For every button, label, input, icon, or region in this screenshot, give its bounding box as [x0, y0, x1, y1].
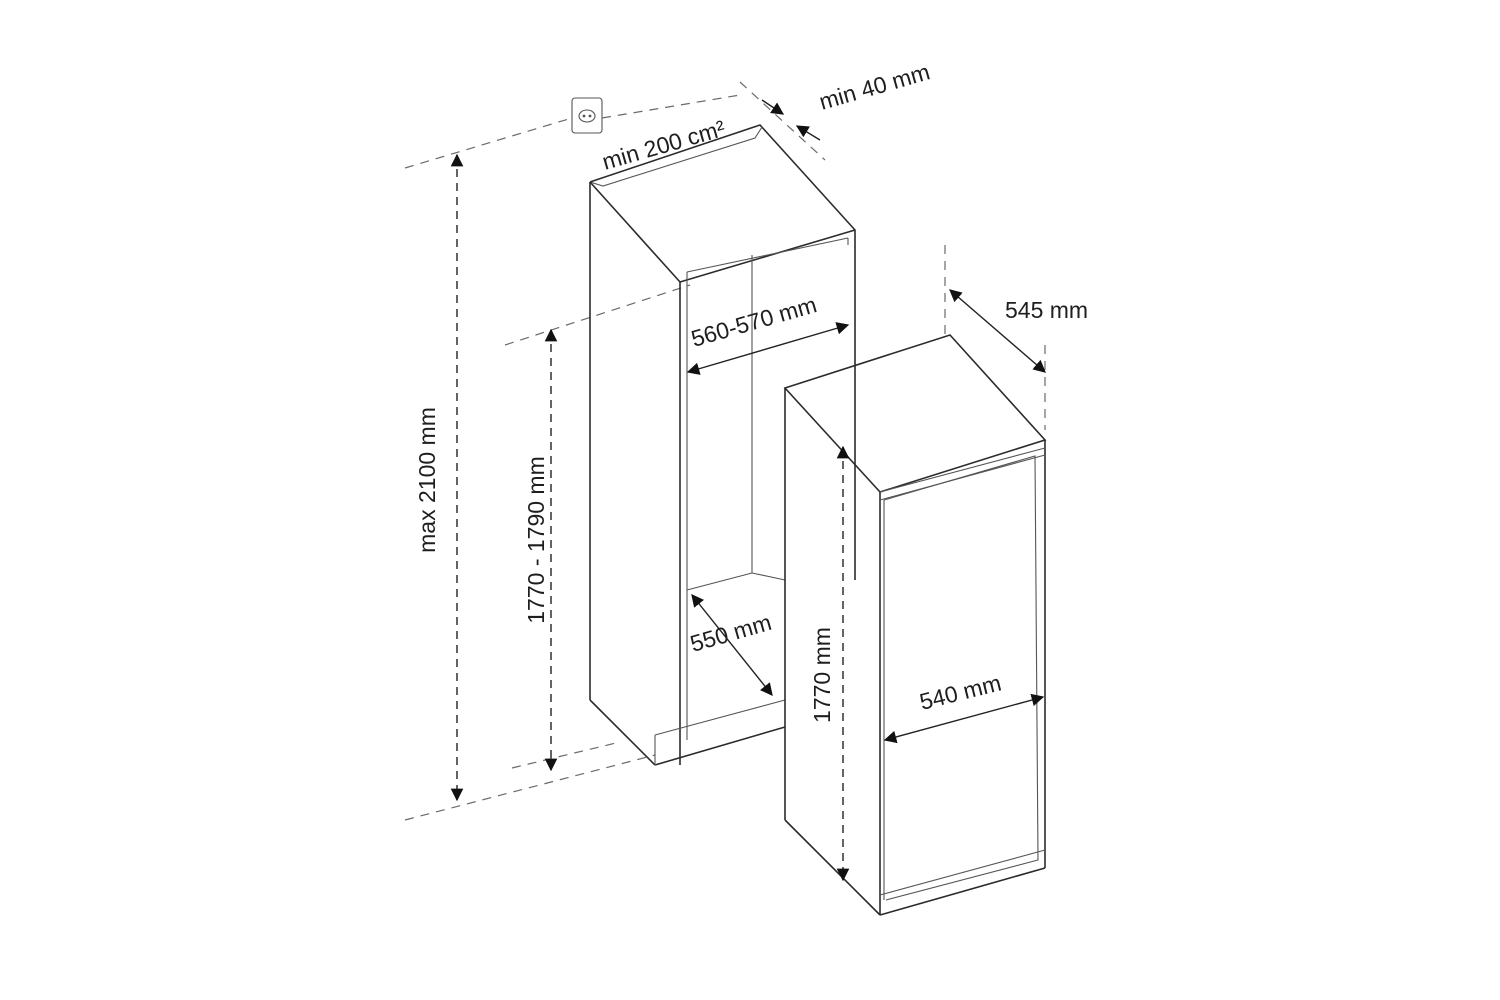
appliance-width-label: 540 mm	[917, 670, 1004, 715]
appliance-depth-label: 545 mm	[1005, 297, 1088, 323]
cabinet-niche	[589, 124, 856, 766]
ventilation-area-label: min 200 cm²	[599, 115, 728, 175]
dimension-lines	[450, 99, 1046, 882]
appliance	[783, 334, 1047, 916]
power-socket-icon	[571, 97, 603, 134]
reference-lines	[404, 81, 1046, 821]
max-height-label: max 2100 mm	[414, 407, 440, 553]
appliance-height-label: 1770 mm	[809, 627, 835, 723]
niche-depth-label: 550 mm	[687, 609, 774, 657]
niche-height-label: 1770 - 1790 mm	[523, 456, 549, 623]
niche-width-label: 560-570 mm	[688, 291, 819, 352]
rear-clearance-label: min 40 mm	[816, 58, 933, 114]
